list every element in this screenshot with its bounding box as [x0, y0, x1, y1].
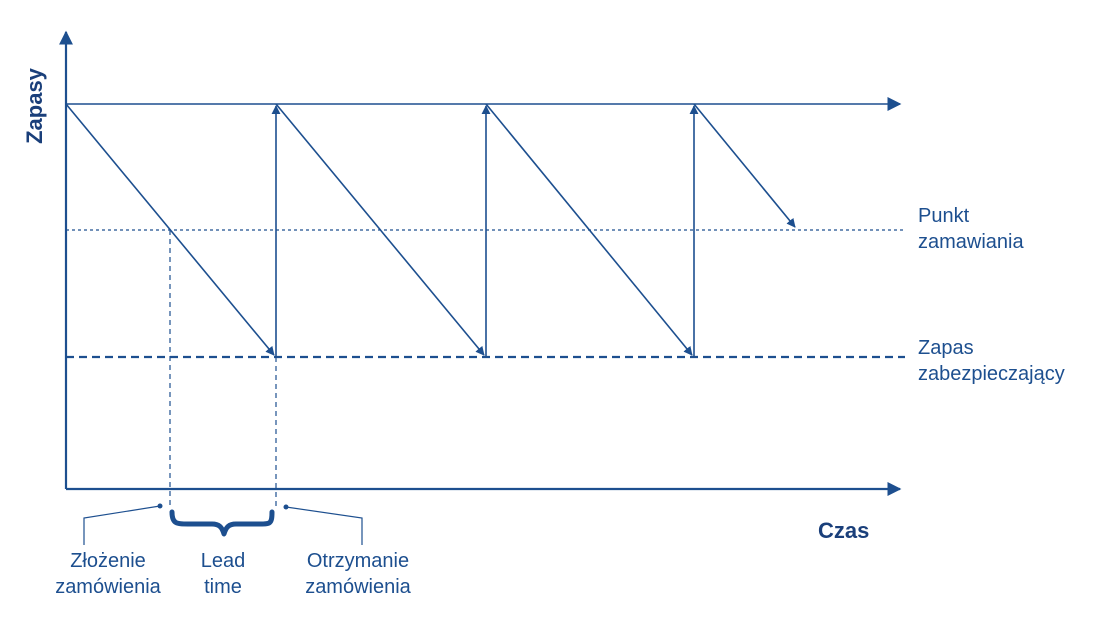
order-placed-leader	[83, 505, 161, 545]
order-received-label-line2: zamówienia	[305, 576, 411, 598]
order-received-dot	[283, 504, 289, 510]
order-placed-label-line2: zamówienia	[55, 576, 161, 598]
depletion-arrow-4	[693, 103, 796, 228]
order-placed-label-line1: Złożenie	[70, 550, 146, 572]
lead-time-label-line2: time	[204, 576, 242, 598]
depletion-arrow-2	[275, 103, 485, 356]
depletion-arrow-3	[485, 103, 693, 356]
reorder-point-label-line1: Punkt	[918, 205, 970, 227]
safety-stock-label-line2: zabezpieczający	[918, 363, 1065, 385]
y-axis-title: Zapasy	[22, 67, 47, 144]
x-axis-title: Czas	[818, 518, 869, 543]
order-received-leader	[285, 506, 363, 545]
order-placed-dot	[157, 503, 163, 509]
lead-time-label-line1: Lead	[201, 550, 246, 572]
lead-time-brace	[169, 509, 275, 537]
reorder-point-label-line2: zamawiania	[918, 231, 1024, 253]
depletion-arrow-1	[65, 103, 275, 356]
order-received-label-line1: Otrzymanie	[307, 550, 409, 572]
safety-stock-label-line1: Zapas	[918, 337, 974, 359]
